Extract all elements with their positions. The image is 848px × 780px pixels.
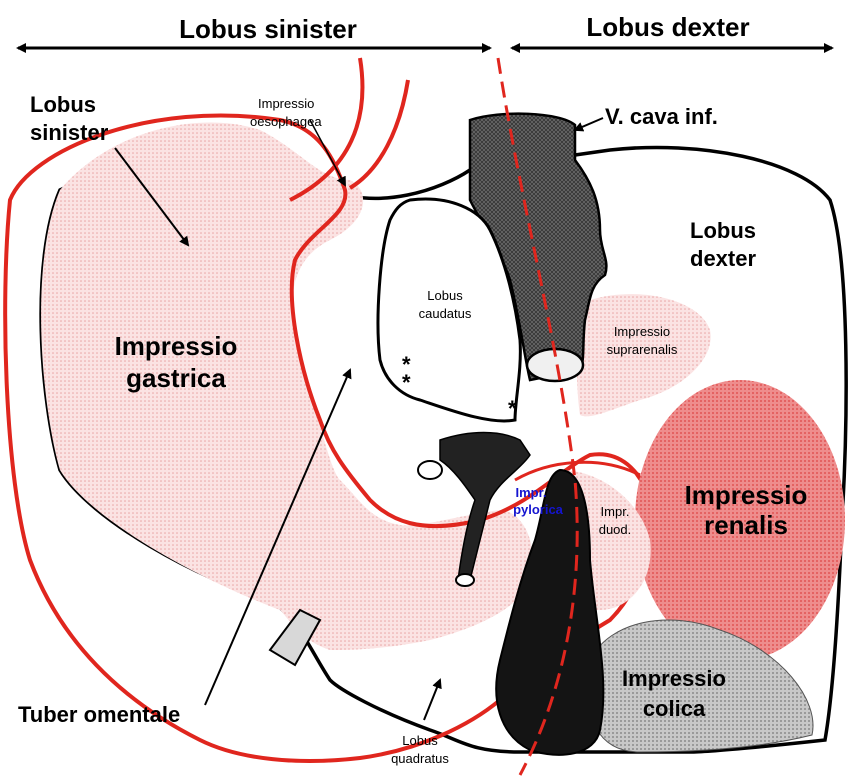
header-left-label: Lobus sinister [179,14,357,44]
label-impr-duod-2: duod. [599,522,632,537]
label-impressio-suprarenalis-2: suprarenalis [607,342,678,357]
label-impressio-gastrica-1: Impressio [115,331,238,361]
label-v-cava: V. cava inf. [605,104,718,129]
label-impressio-suprarenalis-1: Impressio [614,324,670,339]
label-impressio-oesophagea-1: Impressio [258,96,314,111]
pointer-v-cava [575,118,603,130]
label-impressio-renalis-2: renalis [704,510,788,540]
label-impr-duod-1: Impr. [601,504,630,519]
star-mark-2: * [402,370,411,395]
label-impressio-colica-1: Impressio [622,666,726,691]
label-impressio-renalis-1: Impressio [685,480,808,510]
label-lobus-caudatus-1: Lobus [427,288,463,303]
star-mark-3: * [508,396,517,421]
vessel-lumen-1 [456,574,474,586]
label-impr-pylorica-2: pylorica [513,502,564,517]
label-lobus-dexter-1: Lobus [690,218,756,243]
label-lobus-dexter-2: dexter [690,246,756,271]
label-lobus-sinister-2: sinister [30,120,109,145]
label-lobus-sinister-1: Lobus [30,92,96,117]
header-right-label: Lobus dexter [586,12,749,42]
label-lobus-quadratus-1: Lobus [402,733,438,748]
label-tuber-omentale: Tuber omentale [18,702,180,727]
label-impressio-gastrica-2: gastrica [126,363,226,393]
label-lobus-caudatus-2: caudatus [419,306,472,321]
label-impr-pylorica-1: Impr. [515,485,546,500]
label-impressio-colica-2: colica [643,696,706,721]
oesophagus-right-line [350,80,408,188]
label-impressio-oesophagea-2: oesophagea [250,114,322,129]
label-lobus-quadratus-2: quadratus [391,751,449,766]
vessel-lumen-2 [418,461,442,479]
